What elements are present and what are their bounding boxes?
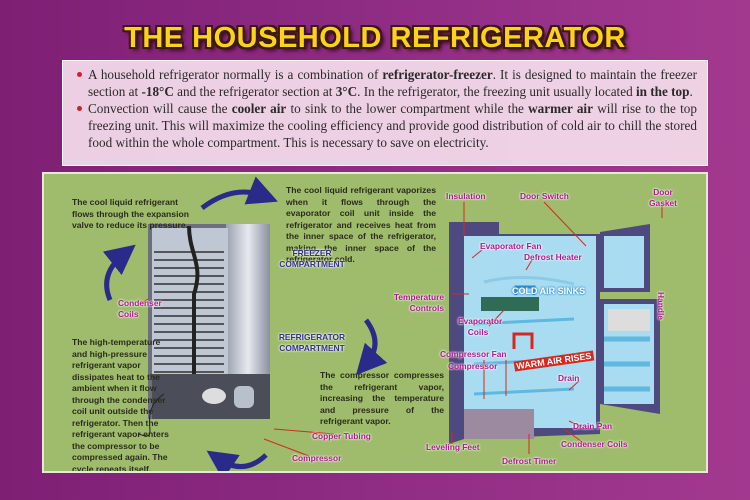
label-defrost-heater: Defrost Heater xyxy=(524,252,582,262)
text-segment: . It is designed to maintain the freezer… xyxy=(88,67,697,99)
bold-phrase: 3°C xyxy=(335,84,358,99)
text-segment: and the refrigerator section at xyxy=(173,84,336,99)
label-compressor-fan: Compressor Fan xyxy=(440,349,507,359)
label-back-condenser-coils: Condenser Coils xyxy=(118,298,162,319)
intro-textbox: A household refrigerator normally is a c… xyxy=(62,60,708,166)
text-segment: will rise to the top freezing unit. This… xyxy=(88,101,697,150)
bold-phrase: refrigerator-freezer xyxy=(382,67,493,82)
cycle-step-evaporation: The cool liquid refrigerant vaporizes wh… xyxy=(286,185,436,264)
label-temperature-controls: Temperature Controls xyxy=(393,292,444,313)
fridge-back-illustration xyxy=(138,224,270,437)
label-drain-pan: Drain Pan xyxy=(573,421,613,431)
label-evaporator-coils: Evaporator Coils xyxy=(458,316,503,337)
leader-lines xyxy=(139,201,663,457)
bold-phrase: -18°C xyxy=(141,84,174,99)
diagram-panel: The cool liquid refrigerant flows throug… xyxy=(42,172,708,473)
poster-title: THE HOUSEHOLD REFRIGERATOR xyxy=(124,22,626,54)
intro-bullet-2: Convection will cause the cooler air to … xyxy=(77,100,697,151)
intro-bullet-1: A household refrigerator normally is a c… xyxy=(77,66,697,100)
label-copper-tubing: Copper Tubing xyxy=(312,431,371,441)
text-segment: A household refrigerator normally is a c… xyxy=(88,67,383,82)
label-open-compressor: Compressor xyxy=(448,361,498,371)
diagram-illustration xyxy=(102,176,663,471)
label-cold-air-sinks: COLD AIR SINKS xyxy=(512,286,586,296)
label-door-switch: Door Switch xyxy=(520,191,569,201)
label-drain: Drain xyxy=(558,373,580,383)
text-segment: . In the refrigerator, the freezing unit… xyxy=(357,84,636,99)
label-insulation: Insulation xyxy=(446,191,486,201)
label-freezer-compartment: FREEZER COMPARTMENT xyxy=(279,248,345,269)
cycle-step-expansion: The cool liquid refrigerant flows throug… xyxy=(72,197,189,230)
fridge-open-illustration xyxy=(449,222,660,444)
text-segment: Convection will cause the xyxy=(88,101,232,116)
label-leveling-feet: Leveling Feet xyxy=(426,442,480,452)
label-defrost-timer: Defrost Timer xyxy=(502,456,557,466)
label-back-compressor: Compressor xyxy=(292,453,342,463)
label-refrigerator-compartment: REFRIGERATOR COMPARTMENT xyxy=(278,332,346,353)
label-evaporator-fan: Evaporator Fan xyxy=(480,241,542,251)
text-segment: . xyxy=(689,84,693,99)
bold-phrase: warmer air xyxy=(528,101,593,116)
cycle-arrows xyxy=(102,176,388,471)
label-handle: Handle xyxy=(656,292,666,320)
cycle-step-condensation: The high-temperature and high-pressure r… xyxy=(72,337,169,473)
text-segment: to sink to the lower compartment while t… xyxy=(286,101,529,116)
label-open-condenser-coils: Condenser Coils xyxy=(561,439,628,449)
cycle-step-compression: The compressor compresses the refrigeran… xyxy=(320,370,444,426)
label-door-gasket: Door Gasket xyxy=(649,187,677,208)
bold-phrase: cooler air xyxy=(231,101,287,116)
bold-phrase: in the top xyxy=(635,84,690,99)
